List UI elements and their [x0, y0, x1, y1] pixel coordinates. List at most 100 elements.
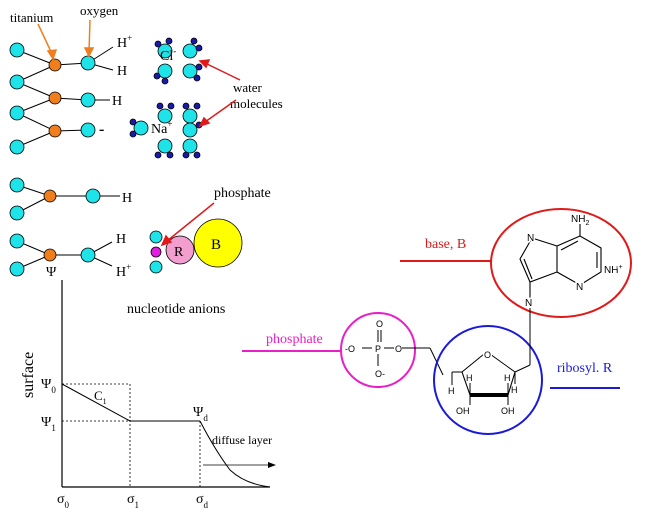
- phosphate-atom: [150, 246, 162, 258]
- chloride-label: Cl-: [160, 46, 176, 64]
- oxygen-atom: [80, 122, 96, 138]
- sigmad-label: σd: [196, 492, 209, 510]
- n1-plus-label: NH+: [604, 264, 623, 276]
- water-hydrogen: [182, 151, 190, 159]
- oxygen-atoms-lower: [9, 177, 101, 277]
- nucleotide-anions-label: nucleotide anions: [127, 302, 225, 317]
- nh2-label: NH2: [571, 214, 589, 227]
- water-hydrogen: [167, 102, 175, 110]
- ribose-structure: [451, 308, 531, 405]
- phosphate-o-top: O: [376, 319, 383, 329]
- psi1-label: Ψ1: [41, 415, 56, 433]
- titanium-atom: [48, 91, 62, 105]
- ribose-h-2: H: [466, 373, 473, 383]
- psi0-label: Ψ0: [41, 377, 56, 395]
- surface-label: surface: [20, 352, 37, 398]
- psi-axis-label: Ψ: [46, 265, 57, 280]
- ribose-ring-o: O: [484, 350, 491, 360]
- oxygen-atom: [9, 261, 25, 277]
- chloride-hydrated: [153, 37, 203, 85]
- water-hydrogen: [129, 118, 137, 126]
- phosphate-o-minus-left: -O: [345, 344, 355, 354]
- water-hydrogen: [156, 102, 164, 110]
- oxygen-atoms-top: [9, 42, 96, 155]
- oxygen-atom: [9, 139, 25, 155]
- titanium-atoms-lower: [43, 189, 57, 262]
- water-hydrogen: [154, 151, 162, 159]
- ribosyl-circle: [433, 325, 543, 435]
- ribose-oh-left: OH: [456, 406, 470, 416]
- h-plus-label: H+: [116, 262, 131, 280]
- water-oxygen: [157, 138, 173, 154]
- potential-curve: [61, 383, 200, 422]
- water-hydrogen: [154, 40, 162, 48]
- phosphate-oxygen: [149, 260, 163, 274]
- ribose-oh-right: OH: [501, 406, 515, 416]
- water-molecules-label-1: water: [233, 80, 263, 95]
- n7-label: N: [527, 233, 534, 244]
- nucleotide-model: [149, 218, 243, 274]
- water-hydrogen: [165, 37, 173, 45]
- diffuse-layer-label: diffuse layer: [212, 433, 272, 447]
- oxygen-atom: [9, 74, 25, 90]
- water-hydrogen: [129, 130, 137, 138]
- water-oxygen: [133, 120, 149, 136]
- phosphate-arrow: [160, 202, 215, 247]
- sodium-label: Na+: [151, 119, 172, 137]
- titania-surface-lower: [16, 184, 120, 270]
- base-label-right: base, B: [425, 237, 466, 252]
- oxygen-label: oxygen: [80, 3, 119, 18]
- water-oxygen: [182, 43, 198, 59]
- water-hydrogen: [182, 102, 190, 110]
- diffuse-decay-curve: [199, 420, 271, 488]
- water-oxygen: [182, 138, 198, 154]
- h-plus-label: H+: [117, 33, 132, 51]
- water-hydrogen: [195, 44, 203, 52]
- h-label: H: [117, 64, 127, 79]
- water-hydrogen: [193, 102, 201, 110]
- oxygen-atom: [9, 205, 25, 221]
- phosphate-label-right: phosphate: [266, 332, 323, 347]
- phosphate-circle: [340, 312, 416, 388]
- sigma1-label: σ1: [127, 492, 139, 510]
- oxygen-atom: [80, 92, 96, 108]
- adenine-structure: [519, 224, 602, 300]
- h-label: H: [116, 232, 126, 247]
- ribose-sphere: [165, 235, 195, 265]
- ribose-h-1: H: [448, 386, 455, 396]
- sodium-hydrated: [129, 102, 203, 159]
- water-hydrogen: [193, 74, 201, 82]
- orange-arrows: [37, 19, 95, 61]
- oxygen-atom: [9, 177, 25, 193]
- phosphate-o-bottom: O-: [375, 369, 385, 379]
- base-label: B: [211, 237, 221, 253]
- titanium-atom: [48, 58, 62, 72]
- titanium-label: titanium: [10, 10, 53, 25]
- sigma0-label: σ0: [57, 492, 70, 510]
- titanium-atom: [43, 189, 57, 203]
- water-hydrogen: [193, 151, 201, 159]
- red-arrows-water: [198, 59, 241, 128]
- ribose-h-3: H: [504, 373, 511, 383]
- base-circle: [490, 208, 632, 318]
- c1-label: C1: [94, 388, 107, 406]
- oxygen-atom: [80, 247, 96, 263]
- ribose-h-4: H: [511, 385, 518, 395]
- oxygen-atom: [80, 55, 96, 71]
- water-hydrogen: [161, 77, 169, 85]
- ribose-label: R: [174, 245, 184, 260]
- water-oxygen: [182, 63, 198, 79]
- water-hydrogen: [153, 72, 161, 80]
- h-label: H: [112, 94, 122, 109]
- oxygen-atom: [9, 233, 25, 249]
- water-oxygen: [157, 108, 173, 124]
- minus-label: -: [99, 121, 104, 138]
- oxygen-atom: [9, 105, 25, 121]
- phosphate-structure: [362, 330, 444, 376]
- psid-label: Ψd: [193, 405, 208, 423]
- base-sphere: [193, 218, 243, 268]
- oxygen-atom: [9, 42, 25, 58]
- phosphate-p: P: [375, 344, 381, 354]
